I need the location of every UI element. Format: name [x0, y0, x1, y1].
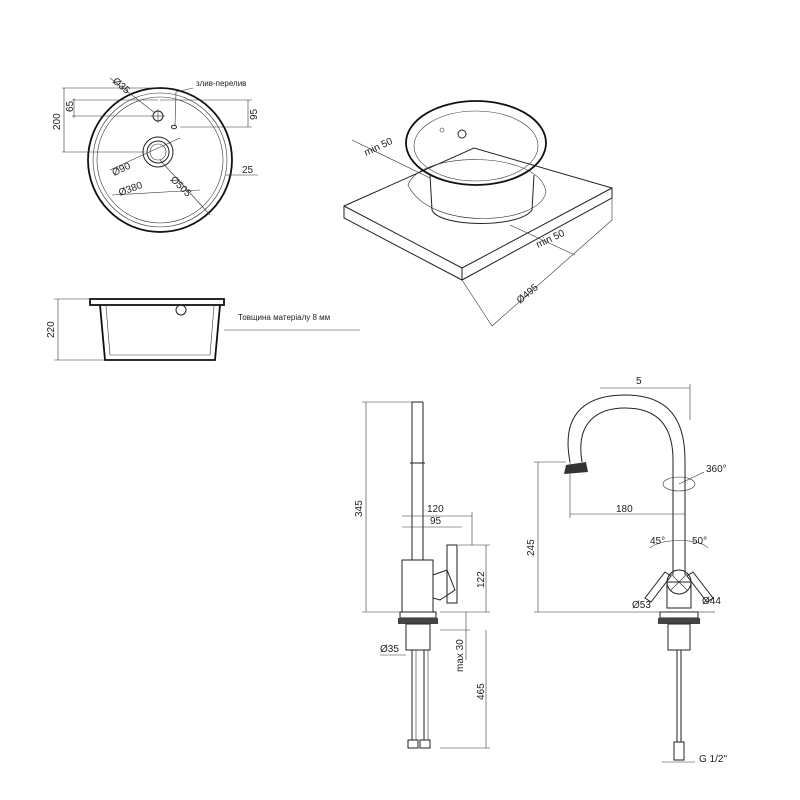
overflow-hole	[171, 124, 177, 130]
dim-d90: Ø90	[111, 161, 133, 179]
dim-d380: Ø380	[117, 180, 144, 199]
dim-h65: 65	[65, 100, 76, 112]
sink-inner-rim	[92, 92, 228, 228]
bowl-rim-outer	[405, 100, 547, 186]
sink-flange	[89, 298, 225, 306]
dim-h220: 220	[46, 321, 57, 338]
dim-d44: Ø44	[702, 596, 721, 607]
lever-left	[644, 571, 672, 603]
dim-w120: 120	[427, 504, 444, 515]
faucet-front-view: 360° 5 180 245 45° 50° Ø53 Ø44 G 1/2"	[526, 376, 727, 765]
dim-h200: 200	[52, 113, 63, 130]
spout-tip	[564, 462, 588, 474]
dim-w95: 95	[430, 516, 442, 527]
rotation-ellipse	[662, 476, 696, 492]
lever-right	[686, 571, 714, 603]
bowl-tap-hole	[457, 129, 467, 139]
dim-a50: 50°	[692, 536, 707, 547]
sink-bowl	[96, 96, 224, 224]
label-thickness: Товщина матеріалу 8 мм	[238, 313, 330, 322]
dim-w5: 5	[636, 376, 642, 387]
bowl-body	[429, 174, 535, 224]
dim-h465: 465	[476, 683, 487, 700]
dim-w25: 25	[242, 165, 254, 176]
sink-side-view: 220 Товщина матеріалу 8 мм	[46, 298, 360, 361]
dim-d35: Ø35	[380, 644, 399, 655]
dim-min50a: min 50	[363, 136, 395, 159]
dim-d505: Ø505	[168, 174, 193, 199]
drain-core	[149, 143, 167, 161]
dim-a45: 45°	[650, 536, 665, 547]
spout-arc-inner	[580, 407, 674, 575]
countertop-cutout	[407, 159, 547, 219]
bowl-rim-inner	[413, 110, 539, 182]
spout-arc-outer	[567, 394, 686, 575]
drain-inner	[146, 140, 170, 164]
dim-d495: Ø495	[515, 282, 541, 306]
dim-d53: Ø53	[632, 600, 651, 611]
faucet-lever	[446, 544, 458, 604]
front-mount	[658, 618, 700, 624]
dim-max30: max 30	[455, 639, 466, 672]
dim-h245: 245	[526, 539, 537, 556]
dim-rot360: 360°	[706, 464, 727, 475]
sink-3d-view: min 50 min 50 Ø495	[343, 100, 613, 327]
dim-h95: 95	[249, 108, 260, 120]
faucet-lever-base	[432, 569, 456, 601]
side-overflow	[175, 304, 187, 316]
faucet-body	[401, 559, 434, 613]
sink-top-view: Ø35 злив-перелив 65 200 95 Ø90 Ø380 Ø505…	[52, 76, 260, 233]
dim-h122: 122	[476, 571, 487, 588]
dim-g12: G 1/2"	[699, 754, 727, 765]
dim-d35: Ø35	[110, 76, 132, 97]
faucet-mount	[398, 618, 438, 624]
sink-profile	[99, 304, 221, 361]
label-overflow: злив-перелив	[196, 79, 246, 88]
countertop-slab	[343, 147, 613, 281]
dim-w180: 180	[616, 504, 633, 515]
faucet-side-view: 345 120 95 122 Ø35 max 30 465	[354, 401, 490, 749]
dim-h345: 345	[354, 500, 365, 517]
